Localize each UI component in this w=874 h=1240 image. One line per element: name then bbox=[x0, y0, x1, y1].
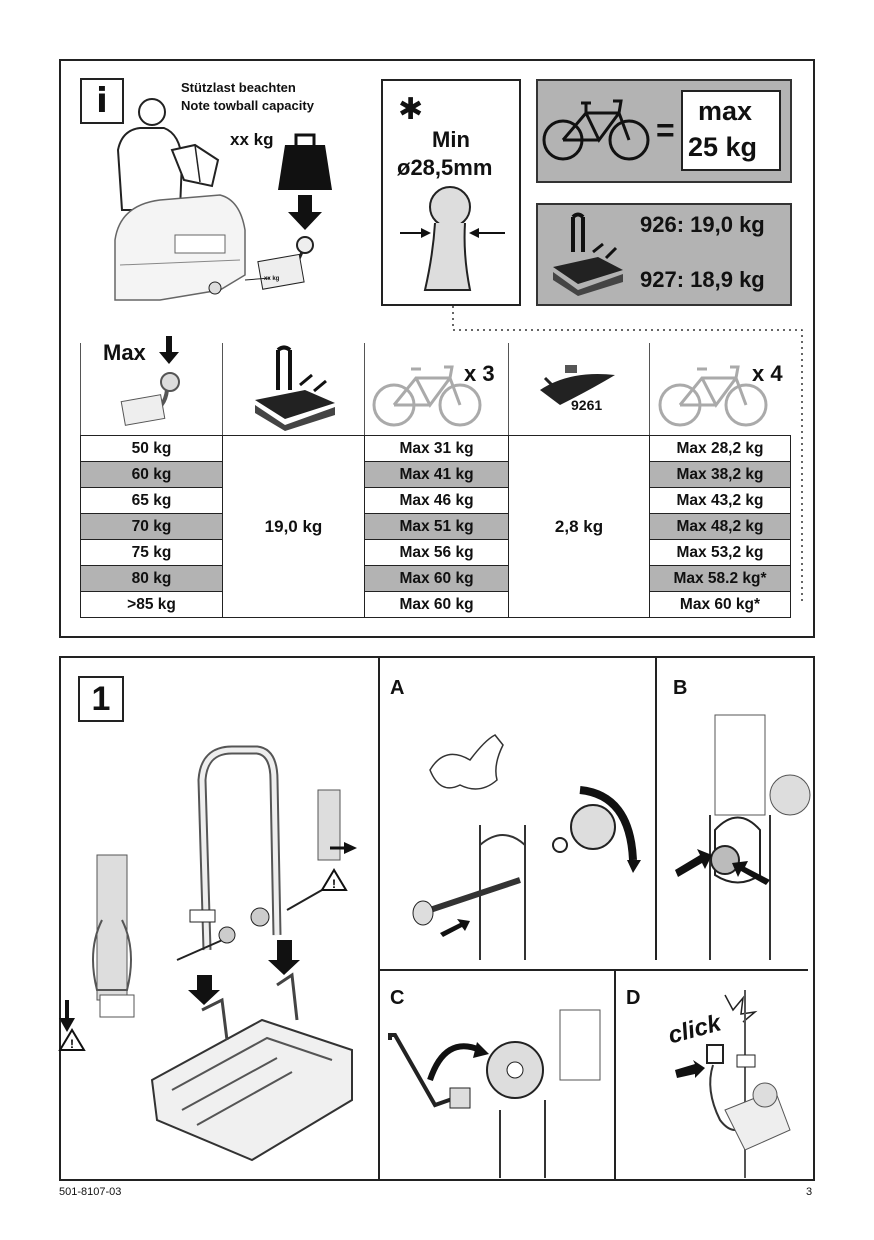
carrier-header-icon bbox=[255, 345, 335, 431]
towball-load-cell: 65 kg bbox=[80, 487, 223, 514]
step-b-illustration bbox=[675, 714, 811, 960]
max-x3-cell: Max 31 kg bbox=[364, 435, 509, 462]
header-x3-label: x 3 bbox=[464, 361, 495, 386]
max-x3-cell: Max 46 kg bbox=[364, 487, 509, 514]
label-a: A bbox=[390, 677, 405, 699]
towball-diameter-icon bbox=[400, 186, 505, 291]
divider-horizontal bbox=[378, 969, 808, 971]
plate-small-label: xx kg bbox=[264, 276, 280, 282]
info-badge: i bbox=[80, 78, 124, 124]
carrier-icon bbox=[553, 212, 623, 296]
dotted-connector bbox=[452, 306, 803, 601]
divider-vertical-main bbox=[378, 657, 380, 1179]
carrier-weight-box bbox=[536, 203, 792, 306]
header-part-number: 9261 bbox=[571, 397, 603, 413]
towball-load-icon bbox=[120, 372, 180, 426]
label-c: C bbox=[390, 987, 405, 1009]
carrier-assembly-illustration: ! ! bbox=[58, 745, 357, 1162]
asterisk-icon: ✱ bbox=[398, 92, 424, 127]
table-row: 80 kg Max 60 kg Max 58.2 kg* bbox=[80, 565, 791, 592]
model-927-weight: 927: 18,9 kg bbox=[640, 267, 765, 292]
doc-number: 501-8107-03 bbox=[59, 1186, 122, 1198]
bicycle-icon bbox=[542, 99, 650, 161]
bicycle-x3-icon bbox=[372, 365, 482, 427]
max-x3-cell: Max 60 kg bbox=[364, 591, 509, 618]
weight-label: xx kg bbox=[230, 130, 274, 149]
part-weight-cell: 2,8 kg bbox=[508, 435, 650, 618]
table-row: 65 kg Max 46 kg Max 43,2 kg bbox=[80, 487, 791, 514]
down-arrow-icon bbox=[159, 336, 179, 364]
bicycle-x4-icon bbox=[658, 365, 768, 427]
table-row: 50 kg 19,0 kg Max 31 kg 2,8 kg Max 28,2 … bbox=[80, 435, 791, 618]
max-x3-cell: Max 51 kg bbox=[364, 513, 509, 540]
label-d: D bbox=[626, 987, 641, 1009]
max-weight-value: 25 kg bbox=[688, 132, 758, 162]
table-row: >85 kg Max 60 kg Max 60 kg* bbox=[80, 591, 791, 618]
max-weight-label-box bbox=[681, 90, 781, 171]
max-x4-cell: Max 48,2 kg bbox=[649, 513, 791, 540]
svg-text:!: ! bbox=[70, 1037, 74, 1051]
equals-sign: = bbox=[656, 112, 675, 148]
header-x4-label: x 4 bbox=[752, 361, 783, 386]
towball-note-en: Note towball capacity bbox=[181, 98, 314, 113]
towball-load-cell: >85 kg bbox=[80, 591, 223, 618]
towball-load-cell: 50 kg bbox=[80, 435, 223, 462]
max-x4-cell: Max 43,2 kg bbox=[649, 487, 791, 514]
max-word: max bbox=[698, 96, 753, 126]
table-row: 60 kg Max 41 kg Max 38,2 kg bbox=[80, 461, 791, 488]
man-with-car-illustration bbox=[114, 98, 332, 301]
page-number: 3 bbox=[806, 1186, 813, 1198]
divider-vertical-cd bbox=[614, 970, 616, 1180]
min-label: Min bbox=[432, 127, 470, 152]
max-x4-cell: Max 58.2 kg* bbox=[649, 565, 791, 592]
max-x3-cell: Max 60 kg bbox=[364, 565, 509, 592]
step1-badge: 1 bbox=[78, 676, 124, 722]
model-926-weight: 926: 19,0 kg bbox=[640, 212, 765, 237]
max-x4-cell: Max 38,2 kg bbox=[649, 461, 791, 488]
header-max-label: Max bbox=[103, 340, 146, 365]
towball-load-cell: 80 kg bbox=[80, 565, 223, 592]
carrier-weight-cell: 19,0 kg bbox=[222, 435, 365, 618]
max-x3-cell: Max 56 kg bbox=[364, 539, 509, 566]
max-x3-cell: Max 41 kg bbox=[364, 461, 509, 488]
table-row: 70 kg Max 51 kg Max 48,2 kg bbox=[80, 513, 791, 540]
towball-load-cell: 70 kg bbox=[80, 513, 223, 540]
max-x4-cell: Max 28,2 kg bbox=[649, 435, 791, 462]
label-b: B bbox=[673, 677, 688, 699]
part-9261-icon bbox=[540, 365, 615, 405]
towball-note-de: Stützlast beachten bbox=[181, 80, 296, 95]
towball-load-cell: 60 kg bbox=[80, 461, 223, 488]
max-x4-cell: Max 53,2 kg bbox=[649, 539, 791, 566]
svg-text:!: ! bbox=[332, 877, 336, 891]
step-a-illustration bbox=[412, 734, 641, 960]
divider-vertical-ab bbox=[655, 657, 657, 960]
diameter-value: ø28,5mm bbox=[397, 155, 493, 180]
table-row: 75 kg Max 56 kg Max 53,2 kg bbox=[80, 539, 791, 566]
towball-load-cell: 75 kg bbox=[80, 539, 223, 566]
step-c-illustration bbox=[388, 1009, 601, 1178]
max-x4-cell: Max 60 kg* bbox=[649, 591, 791, 618]
step-d-illustration bbox=[675, 990, 791, 1178]
load-table: 50 kg 19,0 kg Max 31 kg 2,8 kg Max 28,2 … bbox=[80, 435, 791, 618]
